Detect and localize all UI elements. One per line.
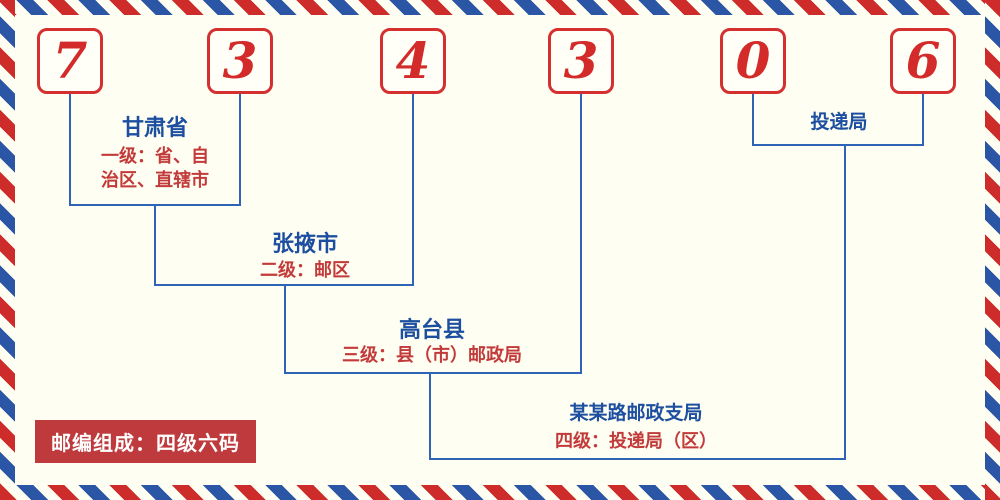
connector-line: [239, 94, 241, 206]
connector-line: [752, 94, 754, 146]
county-desc: 三级：县（市）邮政局: [342, 345, 522, 365]
city-name: 张掖市: [271, 231, 339, 256]
connector-line: [752, 144, 924, 146]
digit-box-1: 7: [37, 28, 103, 94]
city-desc: 二级：邮区: [260, 260, 350, 280]
delivery-office-name: 投递局: [810, 112, 868, 133]
connector-line: [412, 94, 414, 286]
province-desc-line1: 一级：省、自: [101, 146, 209, 166]
connector-line: [580, 94, 582, 374]
digit-3: 4: [395, 31, 431, 90]
connector-line: [284, 372, 582, 374]
connector-line: [922, 94, 924, 146]
digit-5: 0: [735, 31, 771, 90]
connector-line: [154, 204, 156, 286]
digit-2: 3: [222, 31, 258, 90]
digit-box-5: 0: [720, 28, 786, 94]
province-name: 甘肃省: [121, 115, 189, 140]
digit-box-6: 6: [890, 28, 956, 94]
connector-line: [429, 458, 846, 460]
delivery-branch-name: 某某路邮政支局: [569, 403, 703, 424]
digit-4: 3: [563, 31, 599, 90]
delivery-desc: 四级：投递局（区）: [555, 431, 717, 451]
digit-box-2: 3: [207, 28, 273, 94]
airmail-border-left: [0, 0, 15, 500]
digit-1: 7: [52, 31, 88, 90]
connector-line: [69, 94, 71, 206]
digit-box-3: 4: [380, 28, 446, 94]
airmail-border-bottom: [0, 485, 1000, 500]
county-name: 高台县: [398, 317, 466, 342]
connector-line: [844, 144, 846, 460]
airmail-border-top: [0, 0, 1000, 15]
digit-box-4: 3: [548, 28, 614, 94]
airmail-border-right: [985, 0, 1000, 500]
digit-6: 6: [905, 31, 941, 90]
province-desc-line2: 治区、直辖市: [101, 170, 209, 190]
postal-code-composition-badge: 邮编组成：四级六码: [35, 420, 256, 463]
connector-line: [284, 284, 286, 374]
connector-line: [429, 372, 431, 460]
